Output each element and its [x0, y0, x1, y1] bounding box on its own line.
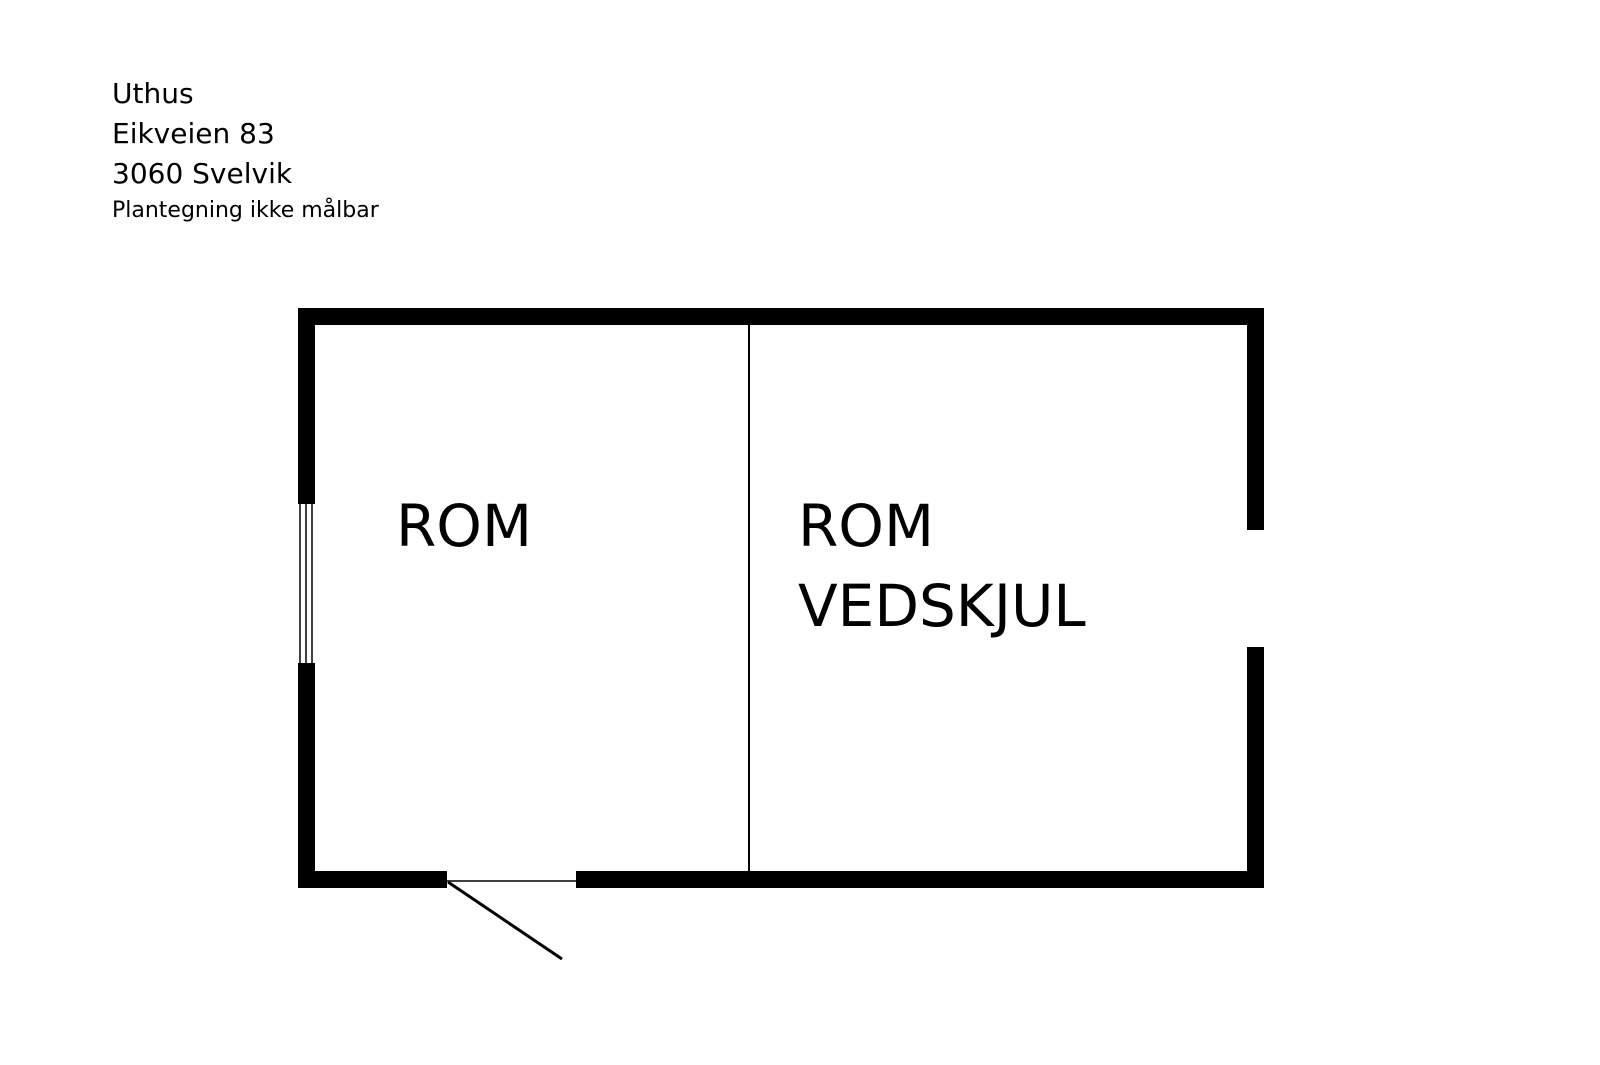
wall-left-lower	[298, 663, 315, 888]
wall-top	[298, 308, 1264, 325]
scale-disclaimer: Plantegning ikke målbar	[112, 198, 379, 223]
room-label-right-line1: ROM	[798, 492, 934, 560]
room-label-left: ROM	[396, 492, 532, 560]
room-label-right-line2: VEDSKJUL	[798, 572, 1086, 640]
wall-left-upper	[298, 308, 315, 504]
window-left	[299, 504, 313, 663]
wall-bottom-left	[298, 871, 447, 888]
building-name: Uthus	[112, 77, 194, 110]
street-address: Eikveien 83	[112, 117, 275, 150]
header-block: Uthus Eikveien 83 3060 Svelvik Plantegni…	[112, 74, 379, 228]
wall-right-lower	[1247, 647, 1264, 888]
door-leaf	[447, 880, 563, 961]
wall-right-upper	[1247, 308, 1264, 530]
postal-city: 3060 Svelvik	[112, 157, 293, 190]
wall-bottom-right	[576, 871, 1264, 888]
